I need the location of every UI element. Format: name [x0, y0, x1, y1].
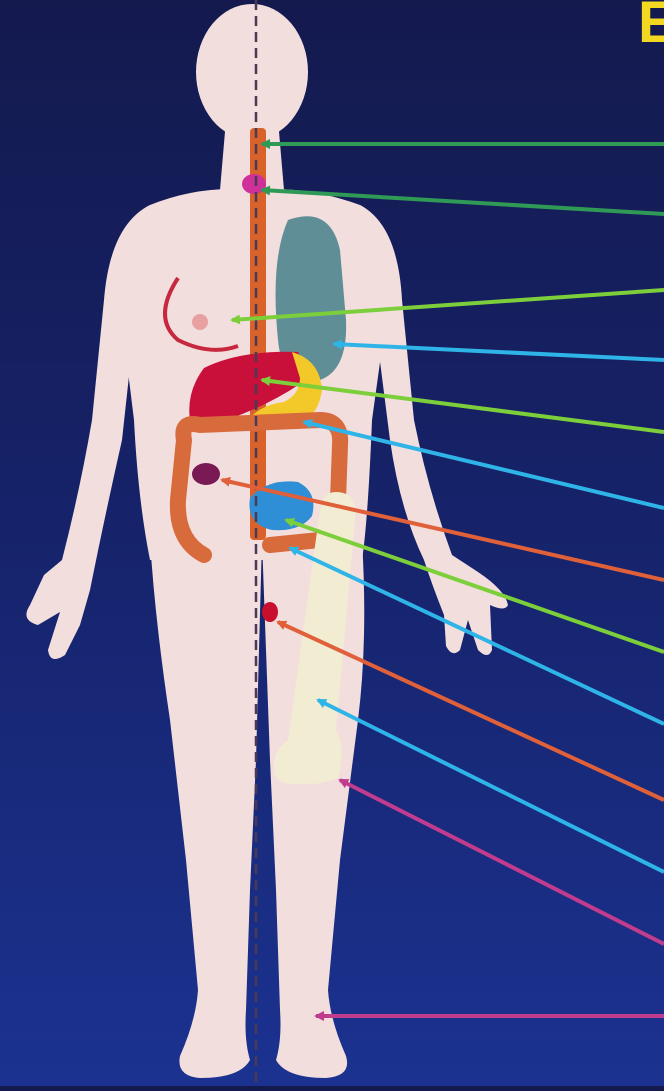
- head: [196, 4, 308, 140]
- kidney: [192, 463, 220, 485]
- prostate: [262, 602, 278, 622]
- arrow-knee: [340, 780, 664, 944]
- arrow-femur: [318, 700, 664, 872]
- corner-title-fragment: E: [638, 0, 664, 52]
- left-leg: [150, 540, 262, 1078]
- right-arm: [360, 205, 508, 655]
- breast-nipple: [192, 314, 208, 330]
- left-arm: [26, 205, 150, 659]
